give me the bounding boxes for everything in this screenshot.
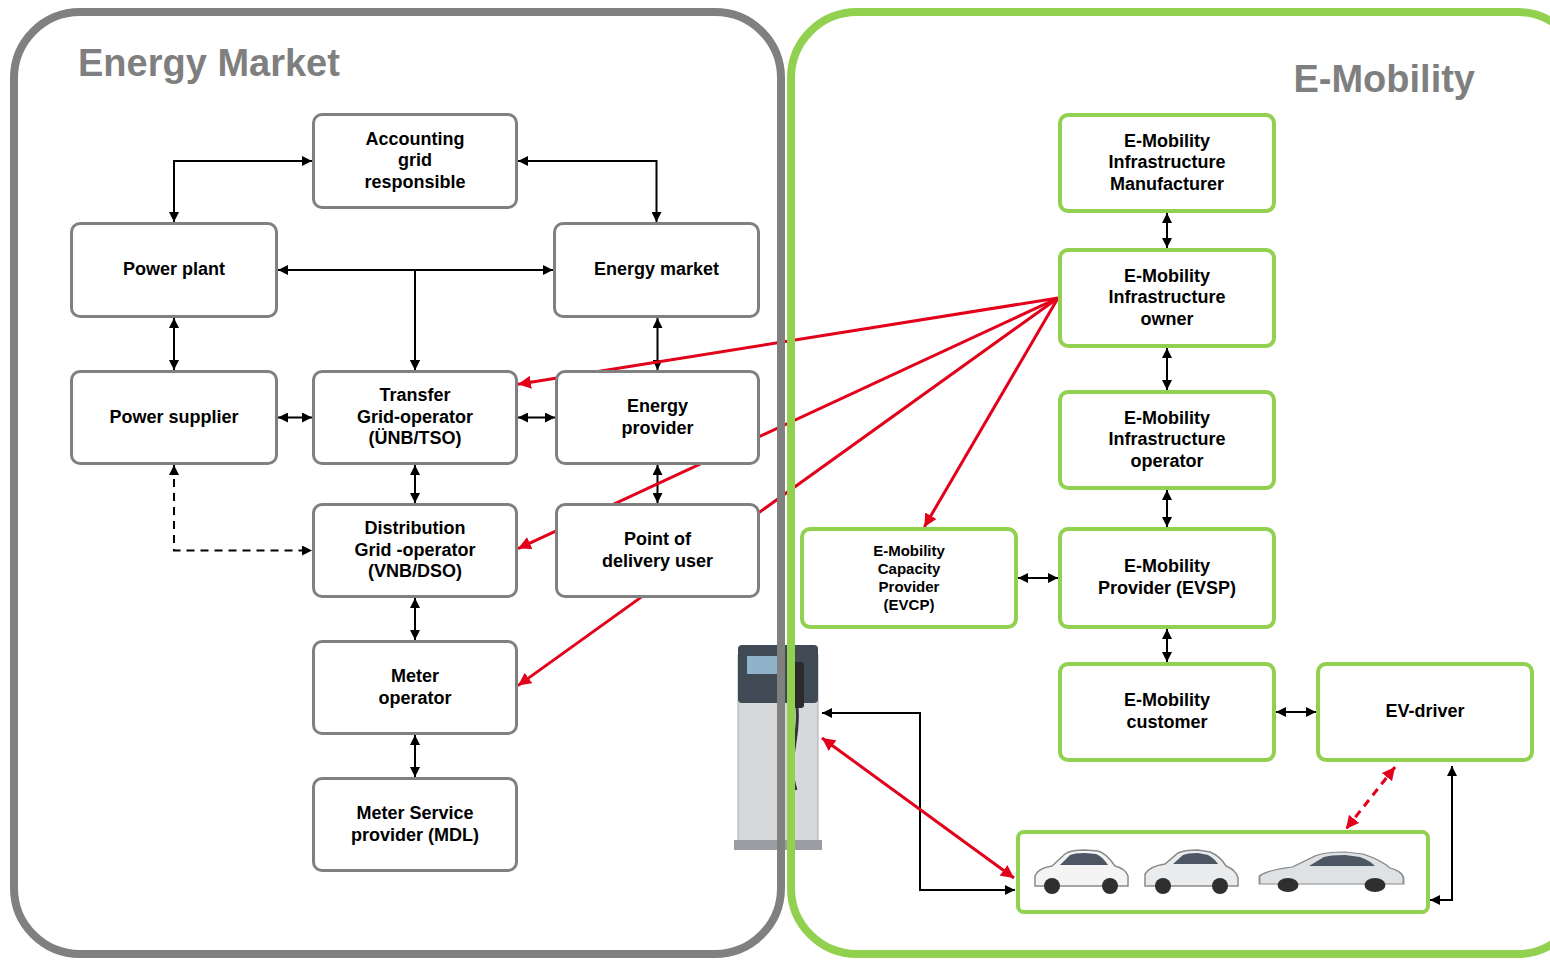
vehicle-frame [1018, 832, 1428, 912]
box-label: Meter Service provider (MDL) [350, 803, 480, 846]
connector-arrow [1166, 629, 1168, 662]
box-label: E-Mobility Infrastructure owner [1092, 266, 1242, 331]
connector-arrow [278, 417, 312, 419]
box-label: Meter operator [358, 666, 473, 709]
role-box: Transfer Grid-operator (ÜNB/TSO) [312, 370, 518, 465]
box-label: E-Mobility customer [1092, 690, 1242, 733]
connector-arrow [173, 318, 175, 370]
role-box: Meter operator [312, 640, 518, 735]
box-label: E-Mobility Infrastructure Manufacturer [1092, 131, 1242, 196]
connector-arrow [414, 598, 416, 640]
driver-wire [1430, 766, 1452, 900]
box-label: EV-driver [1350, 701, 1500, 723]
role-box: Point of delivery user [555, 503, 760, 598]
box-label: Power supplier [89, 407, 259, 429]
role-box: Energy market [553, 222, 760, 318]
region-panel: Energy MarketAccounting grid responsible… [10, 8, 785, 958]
region-title: E-Mobility [1225, 57, 1475, 103]
box-label: Energy market [572, 259, 742, 281]
connector-arrow [414, 465, 416, 503]
connector-arrow [518, 417, 555, 419]
charging-link [822, 738, 1014, 878]
box-label: Point of delivery user [595, 529, 720, 572]
connector-arrow [174, 465, 312, 551]
car-body [1260, 852, 1404, 884]
role-box: Accounting grid responsible [312, 113, 518, 209]
role-box: E-Mobility Capacity Provider (EVCP) [800, 527, 1018, 629]
box-label: Power plant [89, 259, 259, 281]
connector-arrow [174, 161, 312, 222]
car-wheel [1365, 878, 1386, 892]
role-box: E-Mobility Infrastructure owner [1058, 248, 1276, 348]
connector-arrow [1276, 711, 1316, 713]
box-label: Energy provider [598, 396, 718, 439]
connector-arrow [924, 298, 1058, 527]
role-box: E-Mobility Infrastructure operator [1058, 390, 1276, 490]
role-box: E-Mobility Provider (EVSP) [1058, 527, 1276, 629]
car-picture [1260, 852, 1404, 892]
connector-arrow [278, 270, 415, 370]
region-title: Energy Market [78, 41, 498, 87]
car-wheel [1212, 878, 1228, 894]
driver-link [1346, 767, 1395, 829]
car-picture [1145, 850, 1238, 894]
role-box: Meter Service provider (MDL) [312, 777, 518, 872]
connector-arrow [414, 735, 416, 777]
region-panel: E-MobilityE-Mobility Infrastructure Manu… [787, 8, 1550, 958]
role-box: Power supplier [70, 370, 278, 465]
charging-wire [822, 713, 1015, 890]
role-box: E-Mobility Infrastructure Manufacturer [1058, 113, 1276, 213]
role-box: Energy provider [555, 370, 760, 465]
box-label: Distribution Grid -operator (VNB/DSO) [350, 518, 480, 583]
connector-arrow [1166, 348, 1168, 390]
car-window [1060, 853, 1108, 865]
car-picture [1035, 850, 1128, 894]
connector-arrow [518, 161, 657, 222]
car-window [1309, 855, 1375, 866]
role-box: Power plant [70, 222, 278, 318]
role-box: Distribution Grid -operator (VNB/DSO) [312, 503, 518, 598]
car-wheel [1278, 878, 1299, 892]
car-window [1173, 853, 1218, 864]
car-wheel [1044, 878, 1060, 894]
role-box: EV-driver [1316, 662, 1534, 762]
charger-screen [747, 656, 777, 674]
role-box: E-Mobility customer [1058, 662, 1276, 762]
connector-arrow [1166, 490, 1168, 527]
box-label: Transfer Grid-operator (ÜNB/TSO) [356, 385, 474, 450]
box-label: Accounting grid responsible [355, 129, 475, 194]
box-label: E-Mobility Infrastructure operator [1092, 408, 1242, 473]
box-label: E-Mobility Provider (EVSP) [1092, 556, 1242, 599]
car-wheel [1102, 878, 1118, 894]
connector-arrow [1018, 577, 1058, 579]
car-wheel [1155, 878, 1171, 894]
box-label: E-Mobility Capacity Provider (EVCP) [854, 542, 964, 614]
connector-arrow [415, 270, 553, 370]
connector-arrow [1166, 213, 1168, 248]
